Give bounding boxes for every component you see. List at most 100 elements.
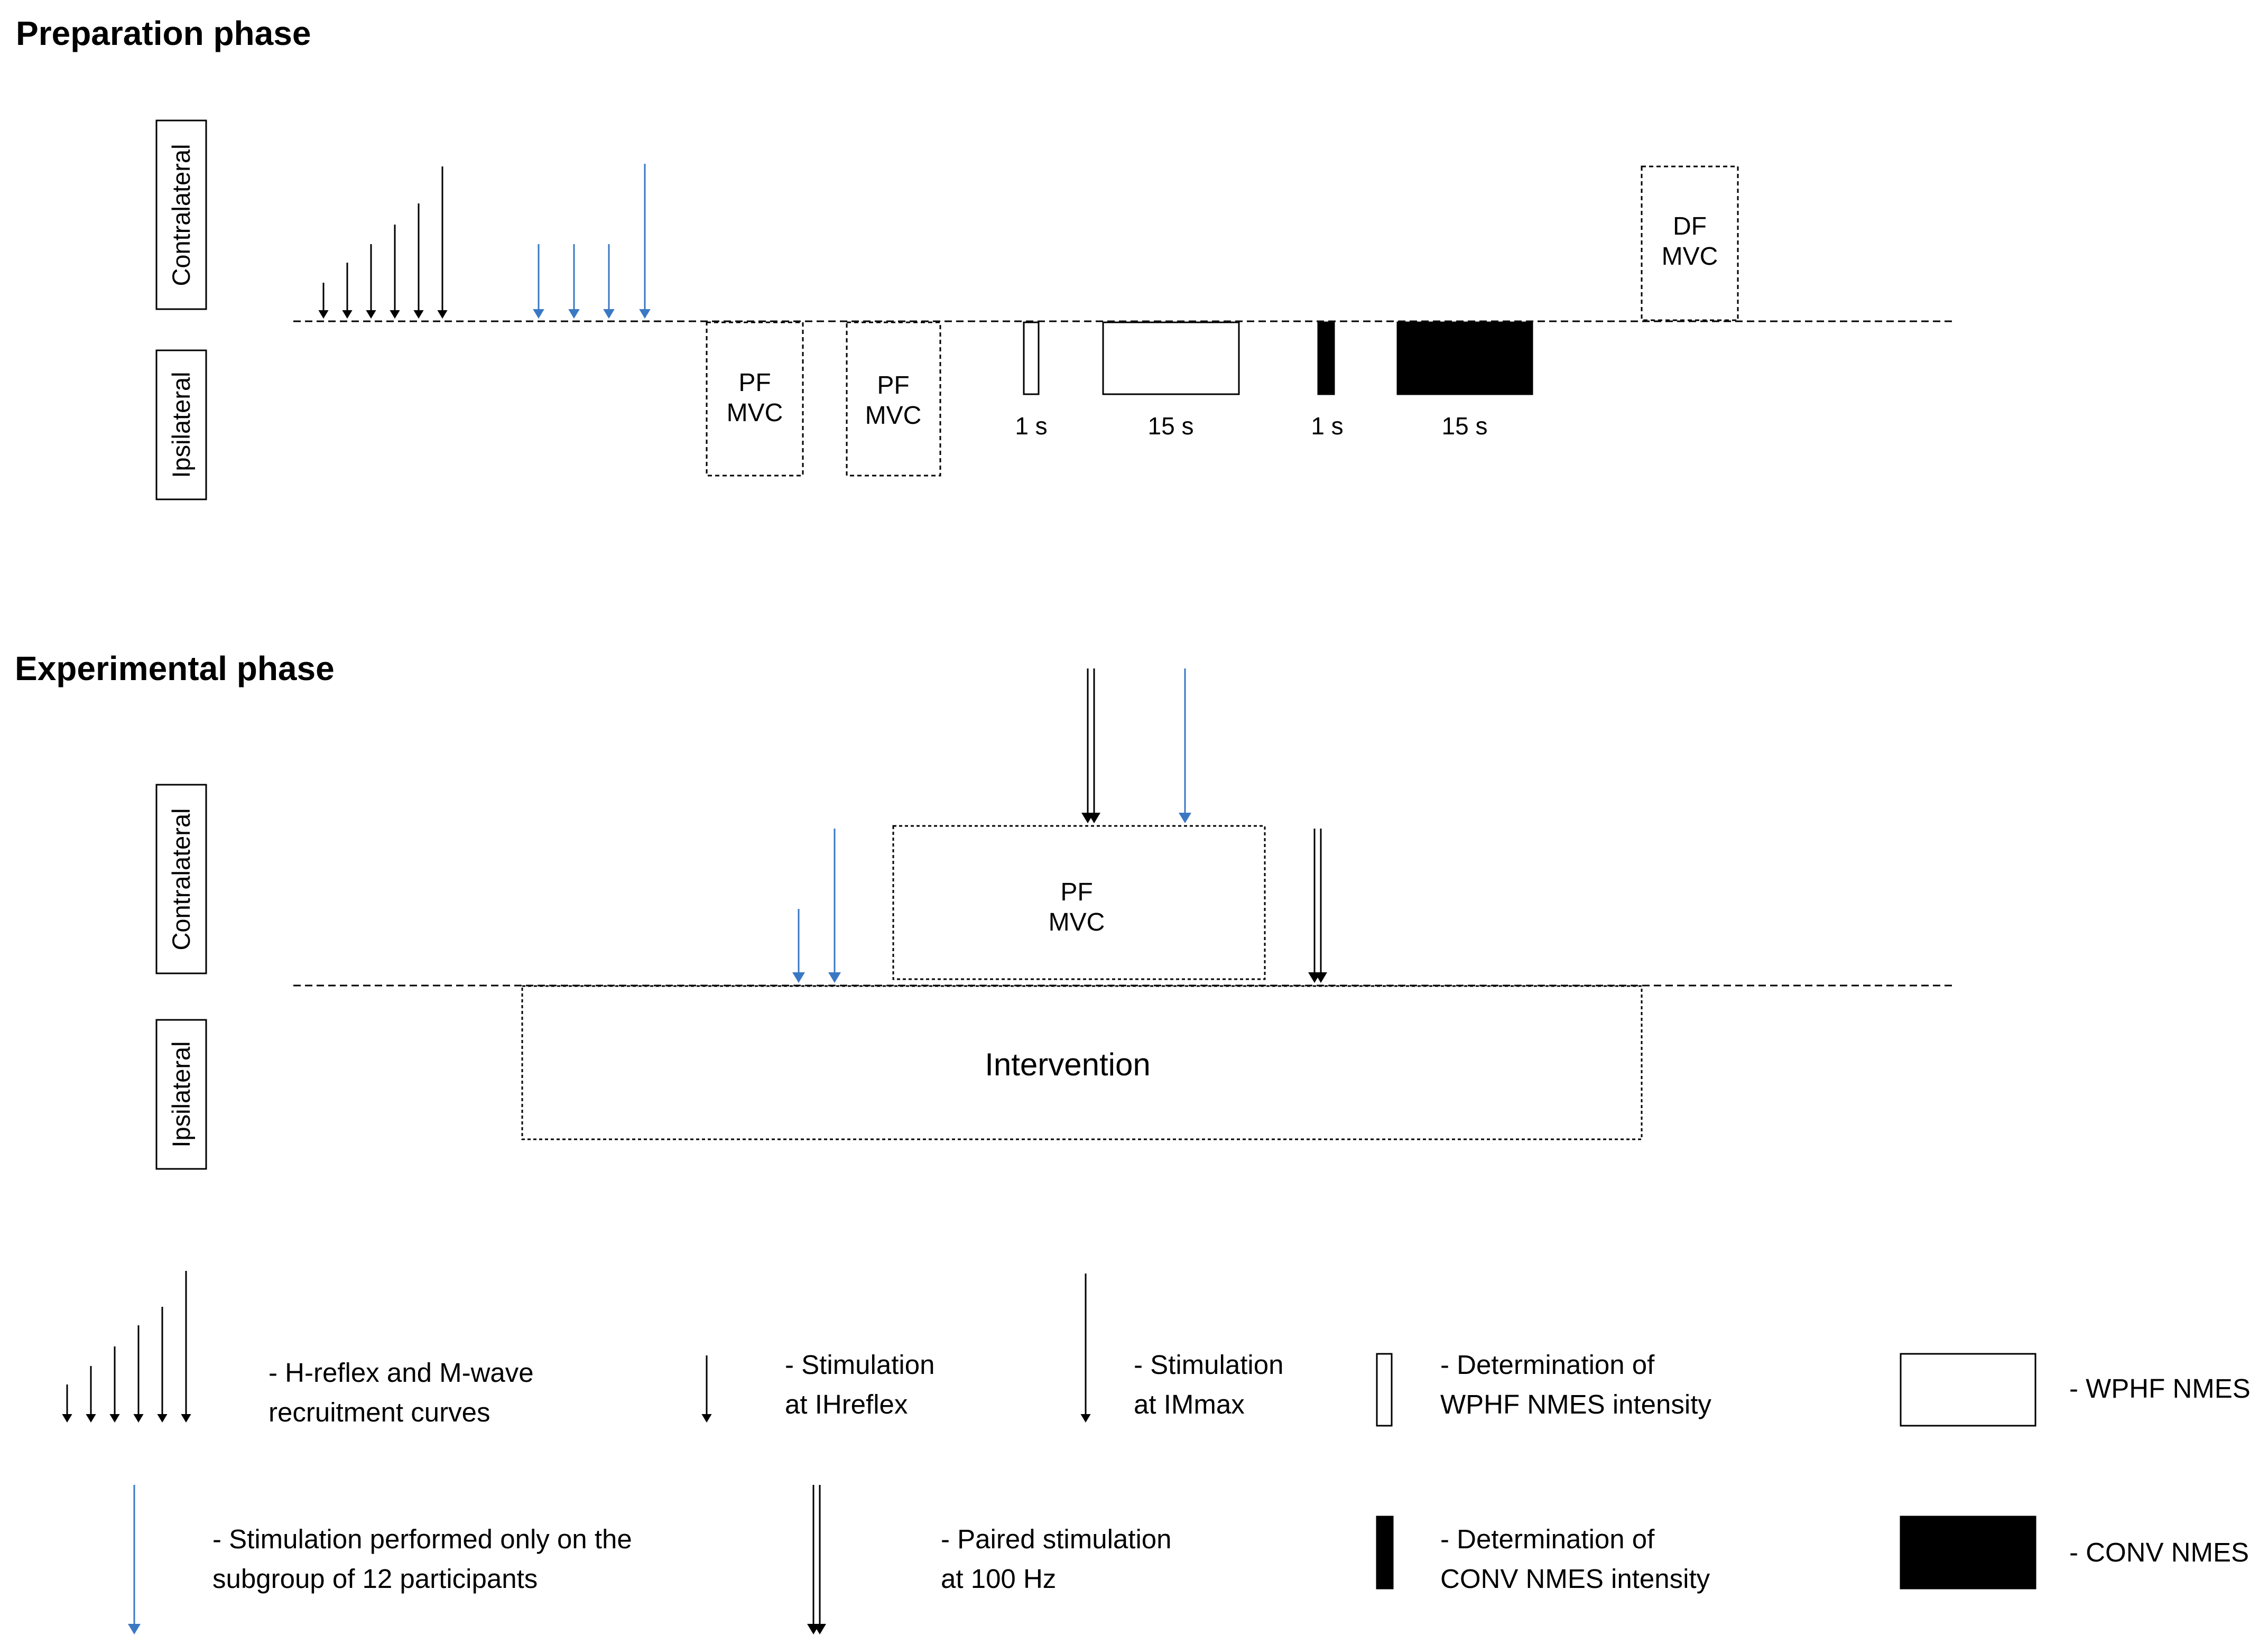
prep-df-label: DF — [1673, 212, 1707, 240]
exp-subgroup-arrow-1 — [792, 909, 805, 983]
prep-recruitment-arrows — [318, 166, 448, 319]
legend-recruitment-arrow-5 — [157, 1307, 168, 1423]
legend-immax-line2: at IMmax — [1134, 1389, 1245, 1419]
legend-paired: - Paired stimulation at 100 Hz — [807, 1485, 1172, 1634]
prep-mvc-label-1: MVC — [727, 399, 783, 427]
legend-recruitment-arrows — [62, 1271, 191, 1423]
legend-conv-determination-line2: CONV NMES intensity — [1440, 1564, 1710, 1594]
prep-wphf-determination-bar: 1 s — [1015, 321, 1048, 440]
legend-recruitment-arrow-2 — [86, 1366, 96, 1423]
recruitment-arrow-1 — [318, 283, 329, 319]
exp-intervention-box: Intervention — [521, 985, 1643, 1140]
legend-recruitment-arrow-4 — [133, 1325, 144, 1423]
recruitment-arrow-3 — [366, 244, 376, 319]
legend: - H-reflex and M-wave recruitment curves… — [62, 1271, 2251, 1634]
exp-contralateral-text: Contralateral — [167, 808, 195, 950]
exp-paired-arrow-2-a — [1308, 829, 1321, 983]
experimental-phase: Experimental phase Contralateral Ipsilat… — [15, 649, 1956, 1170]
preparation-title: Preparation phase — [16, 14, 311, 52]
legend-recruitment-arrow-1 — [62, 1384, 72, 1423]
preparation-phase: Preparation phase Contralateral Ipsilate… — [16, 14, 1956, 500]
prep-ipsilateral-text: Ipsilateral — [167, 371, 195, 478]
exp-pf-label: PF — [1060, 878, 1093, 906]
legend-wphf-determination-line2: WPHF NMES intensity — [1440, 1389, 1711, 1419]
legend-conv-nmes: - CONV NMES — [1900, 1516, 2249, 1590]
prep-pf-label-2: PF — [877, 371, 909, 399]
legend-paired-arrow-shape — [807, 1485, 826, 1634]
legend-conv-determination-swatch — [1376, 1516, 1394, 1590]
prep-subgroup-arrows — [533, 164, 651, 319]
legend-ihreflex: - Stimulation at IHreflex — [701, 1350, 934, 1423]
legend-wphf-determination-line1: - Determination of — [1440, 1350, 1655, 1380]
recruitment-arrow-2 — [342, 263, 353, 319]
subgroup-arrow-4 — [639, 164, 651, 319]
legend-wphf-nmes: - WPHF NMES — [1900, 1353, 2251, 1427]
legend-subgroup-arrow — [128, 1485, 141, 1634]
legend-ihreflex-arrow — [701, 1355, 712, 1423]
recruitment-arrow-5 — [413, 203, 424, 319]
legend-ihreflex-arrow-shape — [701, 1355, 712, 1423]
experimental-title: Experimental phase — [15, 649, 335, 687]
legend-recruitment: - H-reflex and M-wave recruitment curves — [62, 1271, 534, 1427]
legend-paired-arrow-shape-a — [807, 1485, 820, 1634]
legend-wphf-nmes-text: - WPHF NMES — [2069, 1373, 2251, 1404]
prep-contralateral-text: Contralateral — [167, 144, 195, 286]
subgroup-arrow-2 — [568, 244, 580, 319]
prep-mvc-label-2: MVC — [865, 402, 922, 430]
legend-recruitment-arrow-3 — [109, 1346, 120, 1423]
legend-immax-arrow-shape — [1080, 1274, 1091, 1423]
legend-paired-line2: at 100 Hz — [941, 1564, 1056, 1594]
prep-df-mvc-label: MVC — [1662, 243, 1718, 271]
legend-subgroup-arrow-shape — [128, 1485, 141, 1634]
prep-contralateral-label: Contralateral — [155, 119, 207, 310]
legend-immax: - Stimulation at IMmax — [1080, 1274, 1283, 1423]
prep-df-mvc-box: DF MVC — [1641, 165, 1739, 321]
legend-recruitment-line2: recruitment curves — [269, 1397, 490, 1427]
legend-subgroup-line2: subgroup of 12 participants — [212, 1564, 538, 1594]
exp-paired-arrow-2 — [1308, 829, 1327, 983]
prep-wphf-nmes-block: 15 s — [1102, 321, 1240, 440]
prep-wphf-nmes-duration: 15 s — [1148, 412, 1194, 440]
legend-wphf-nmes-swatch — [1900, 1353, 2036, 1427]
exp-mvc-label: MVC — [1049, 908, 1105, 936]
prep-conv-determination-bar: 1 s — [1311, 321, 1344, 440]
prep-pf-mvc-box-2: PF MVC — [846, 321, 941, 477]
prep-pf-mvc-box-1: PF MVC — [706, 321, 804, 477]
legend-conv-nmes-swatch — [1900, 1516, 2036, 1590]
exp-subgroup-arrow-2 — [828, 829, 841, 983]
prep-conv-nmes-duration: 15 s — [1442, 412, 1488, 440]
legend-conv-determination: - Determination of CONV NMES intensity — [1376, 1516, 1710, 1594]
legend-wphf-determination-swatch — [1376, 1353, 1393, 1427]
legend-wphf-determination: - Determination of WPHF NMES intensity — [1376, 1350, 1711, 1427]
subgroup-arrow-1 — [533, 244, 544, 319]
prep-wphf-test-duration: 1 s — [1015, 412, 1047, 440]
legend-subgroup-line1: - Stimulation performed only on the — [212, 1524, 632, 1554]
exp-contralateral-label: Contralateral — [155, 784, 207, 974]
subgroup-arrow-3 — [603, 244, 615, 319]
exp-paired-arrow-1-a — [1081, 668, 1094, 823]
legend-recruitment-line1: - H-reflex and M-wave — [269, 1358, 534, 1388]
exp-paired-arrow-1 — [1081, 668, 1100, 823]
exp-ipsilateral-label: Ipsilateral — [155, 1019, 207, 1170]
legend-paired-line1: - Paired stimulation — [941, 1524, 1172, 1554]
legend-conv-nmes-text: - CONV NMES — [2069, 1537, 2249, 1567]
exp-intervention-label: Intervention — [985, 1047, 1151, 1082]
legend-conv-determination-line1: - Determination of — [1440, 1524, 1655, 1554]
recruitment-arrow-4 — [390, 225, 400, 319]
legend-immax-line1: - Stimulation — [1134, 1350, 1283, 1380]
prep-conv-nmes-block: 15 s — [1396, 321, 1533, 440]
exp-ipsilateral-text: Ipsilateral — [167, 1041, 195, 1147]
legend-ihreflex-line2: at IHreflex — [785, 1389, 908, 1419]
legend-ihreflex-line1: - Stimulation — [785, 1350, 934, 1380]
legend-subgroup: - Stimulation performed only on the subg… — [128, 1485, 632, 1634]
exp-subgroup-arrow-top — [1179, 668, 1191, 823]
prep-pf-label-1: PF — [738, 369, 771, 397]
exp-arrows — [792, 668, 1327, 983]
prep-ipsilateral-label: Ipsilateral — [155, 349, 207, 500]
exp-paired-arrow-1-b — [1088, 668, 1100, 823]
legend-paired-arrow — [807, 1485, 826, 1634]
legend-immax-arrow — [1080, 1274, 1091, 1423]
recruitment-arrow-6 — [437, 166, 448, 319]
exp-pf-mvc-box: PF MVC — [892, 825, 1266, 980]
